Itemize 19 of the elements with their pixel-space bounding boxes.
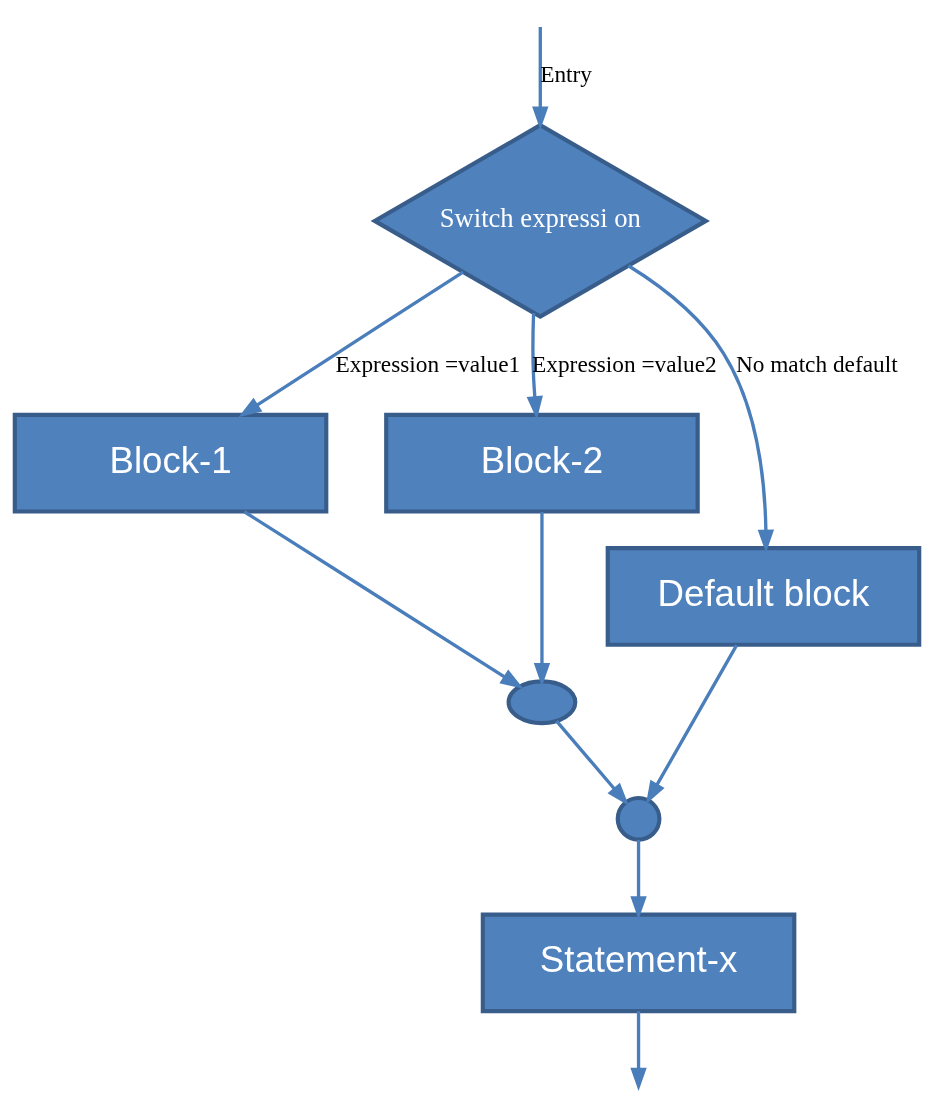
node-box: Block-2	[384, 412, 700, 514]
node-diamond: Switch expressi on	[370, 122, 710, 320]
arrow	[630, 1011, 647, 1092]
edge-label: No match default	[735, 350, 898, 377]
node-ellipse	[506, 679, 578, 726]
arrow	[243, 510, 524, 689]
arrow	[645, 644, 739, 805]
arrow	[238, 270, 464, 418]
node-box: Default block	[605, 546, 922, 647]
edge-label: Expression =value1	[335, 350, 521, 377]
arrow	[630, 840, 647, 920]
arrow	[533, 512, 551, 687]
arrow	[532, 27, 549, 130]
node-box: Statement-x	[480, 912, 797, 1014]
node-circle	[615, 795, 662, 842]
arrow	[555, 720, 629, 806]
node-box: Block-1	[12, 412, 329, 514]
arrow	[627, 264, 775, 553]
arrow	[526, 313, 543, 420]
